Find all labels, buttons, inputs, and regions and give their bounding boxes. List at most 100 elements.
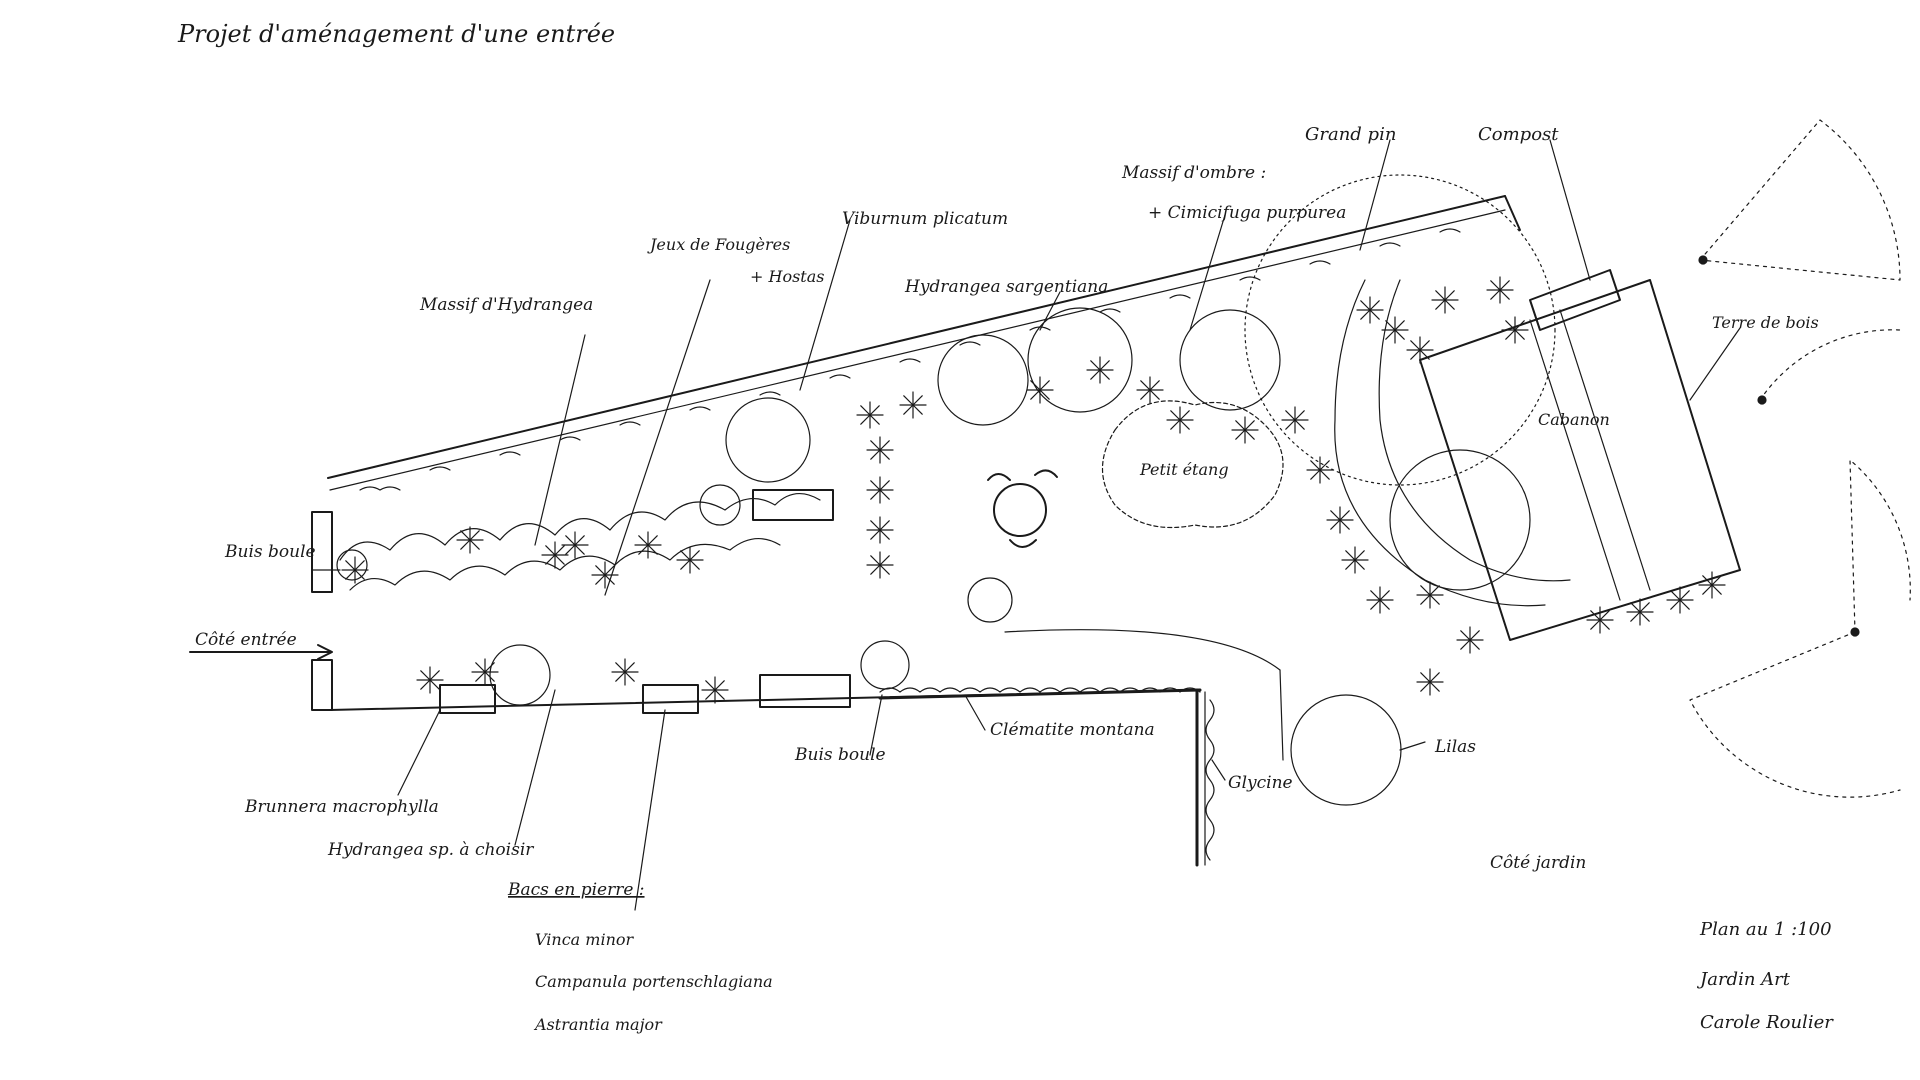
star-plant xyxy=(899,391,927,419)
star-plant xyxy=(1626,598,1654,626)
scale-label: Plan au 1 :100 xyxy=(1699,919,1832,940)
star-plant xyxy=(856,401,884,429)
star-plant xyxy=(1026,376,1054,404)
star-plant xyxy=(866,516,894,544)
star-plant xyxy=(1456,626,1484,654)
terre-de-bois-fans xyxy=(1689,119,1911,798)
clematis-vine xyxy=(879,687,1201,693)
shrub xyxy=(1389,449,1531,591)
star-plant xyxy=(701,676,729,704)
shrub xyxy=(937,334,1029,426)
shrub xyxy=(967,577,1013,623)
buis-boule-shrub xyxy=(860,640,910,690)
star-plant xyxy=(1086,356,1114,384)
hydrangea-massif-shapes xyxy=(339,493,821,591)
stone-trough xyxy=(752,489,834,521)
star-plant xyxy=(866,436,894,464)
star-plant xyxy=(1356,296,1384,324)
star-plant xyxy=(1341,546,1369,574)
label-buis-boule-bottom: Buis boule xyxy=(794,745,886,765)
plant-labels: Massif d'Hydrangea Jeux de Fougères + Ho… xyxy=(195,124,1819,1034)
star-plant xyxy=(1486,276,1514,304)
top-hedge-scribble xyxy=(359,228,1461,491)
star-plant xyxy=(1306,456,1334,484)
star-plant xyxy=(416,666,444,694)
label-massif-ombre: Massif d'ombre : xyxy=(1121,163,1266,183)
label-buis-boule-left: Buis boule xyxy=(224,542,316,562)
shrub xyxy=(1179,309,1281,411)
hydrangea-sp-shrub xyxy=(489,644,551,706)
stone-troughs xyxy=(439,489,851,714)
star-plant xyxy=(1366,586,1394,614)
studio-label: Jardin Art xyxy=(1696,969,1791,990)
stone-trough xyxy=(439,684,496,714)
label-campanula: Campanula portenschlagiana xyxy=(535,972,773,991)
label-terre-de-bois: Terre de bois xyxy=(1712,313,1819,332)
label-grand-pin: Grand pin xyxy=(1305,124,1396,145)
patio-table xyxy=(987,469,1058,548)
star-plant xyxy=(866,551,894,579)
star-plant xyxy=(1586,606,1614,634)
label-astrantia: Astrantia major xyxy=(533,1015,663,1034)
star-plant xyxy=(1231,416,1259,444)
star-plant xyxy=(1281,406,1309,434)
star-plant xyxy=(561,531,589,559)
star-plant xyxy=(1166,406,1194,434)
star-plant xyxy=(541,541,569,569)
label-compost: Compost xyxy=(1478,124,1559,145)
label-glycine: Glycine xyxy=(1228,773,1293,793)
label-massif-hydrangea: Massif d'Hydrangea xyxy=(419,295,593,315)
star-plant xyxy=(1381,316,1409,344)
plan-title: Projet d'aménagement d'une entrée xyxy=(177,20,615,48)
star-plant xyxy=(1136,376,1164,404)
star-plant xyxy=(1416,668,1444,696)
label-leader-lines xyxy=(311,139,1741,911)
label-hostas: + Hostas xyxy=(750,267,824,286)
star-plant xyxy=(1416,581,1444,609)
curved-stone-path xyxy=(1334,279,1571,607)
star-plant xyxy=(1406,336,1434,364)
glycine-vine xyxy=(1205,699,1215,861)
star-plant xyxy=(1666,586,1694,614)
site-outline xyxy=(311,195,1521,867)
shrub xyxy=(699,484,741,526)
label-cote-entree: Côté entrée xyxy=(195,630,297,650)
label-hydrangea-sp: Hydrangea sp. à choisir xyxy=(327,840,534,860)
label-clematite: Clématite montana xyxy=(990,720,1155,740)
label-petit-etang: Petit étang xyxy=(1139,460,1229,479)
label-brunnera: Brunnera macrophylla xyxy=(244,797,439,817)
grand-pin-tree xyxy=(1244,174,1556,486)
viburnum-shrub xyxy=(725,397,811,483)
label-cabanon: Cabanon xyxy=(1538,410,1610,429)
compost xyxy=(1529,269,1621,331)
star-plant xyxy=(634,531,662,559)
hydrangea-sargentiana-shrub xyxy=(1027,307,1133,413)
author-label: Carole Roulier xyxy=(1700,1012,1834,1033)
bench xyxy=(759,674,851,708)
label-lilas: Lilas xyxy=(1434,737,1476,757)
label-viburnum: Viburnum plicatum xyxy=(842,209,1008,229)
star-plant xyxy=(456,526,484,554)
entrance-arrow xyxy=(189,644,333,660)
label-vinca: Vinca minor xyxy=(535,930,635,949)
pond xyxy=(1101,400,1284,529)
label-bacs-pierre: Bacs en pierre : xyxy=(507,880,645,900)
lilas-shrub xyxy=(1290,694,1402,806)
star-plant xyxy=(1326,506,1354,534)
label-cimicifuga: + Cimicifuga purpurea xyxy=(1148,203,1346,223)
star-plant xyxy=(591,561,619,589)
star-plant xyxy=(676,546,704,574)
star-plant xyxy=(1431,286,1459,314)
star-plant xyxy=(471,658,499,686)
buis-boule-shrub-left xyxy=(336,549,368,581)
label-hydrangea-sargentiana: Hydrangea sargentiana xyxy=(904,277,1108,297)
star-plant xyxy=(611,658,639,686)
title-block: Plan au 1 :100 Jardin Art Carole Roulier xyxy=(1696,919,1834,1033)
stone-trough xyxy=(642,684,699,714)
star-plant xyxy=(866,476,894,504)
label-cote-jardin: Côté jardin xyxy=(1490,853,1586,873)
cabanon-shed xyxy=(1419,279,1741,641)
star-plants xyxy=(341,276,1726,704)
label-jeux-fougeres: Jeux de Fougères xyxy=(647,235,790,254)
